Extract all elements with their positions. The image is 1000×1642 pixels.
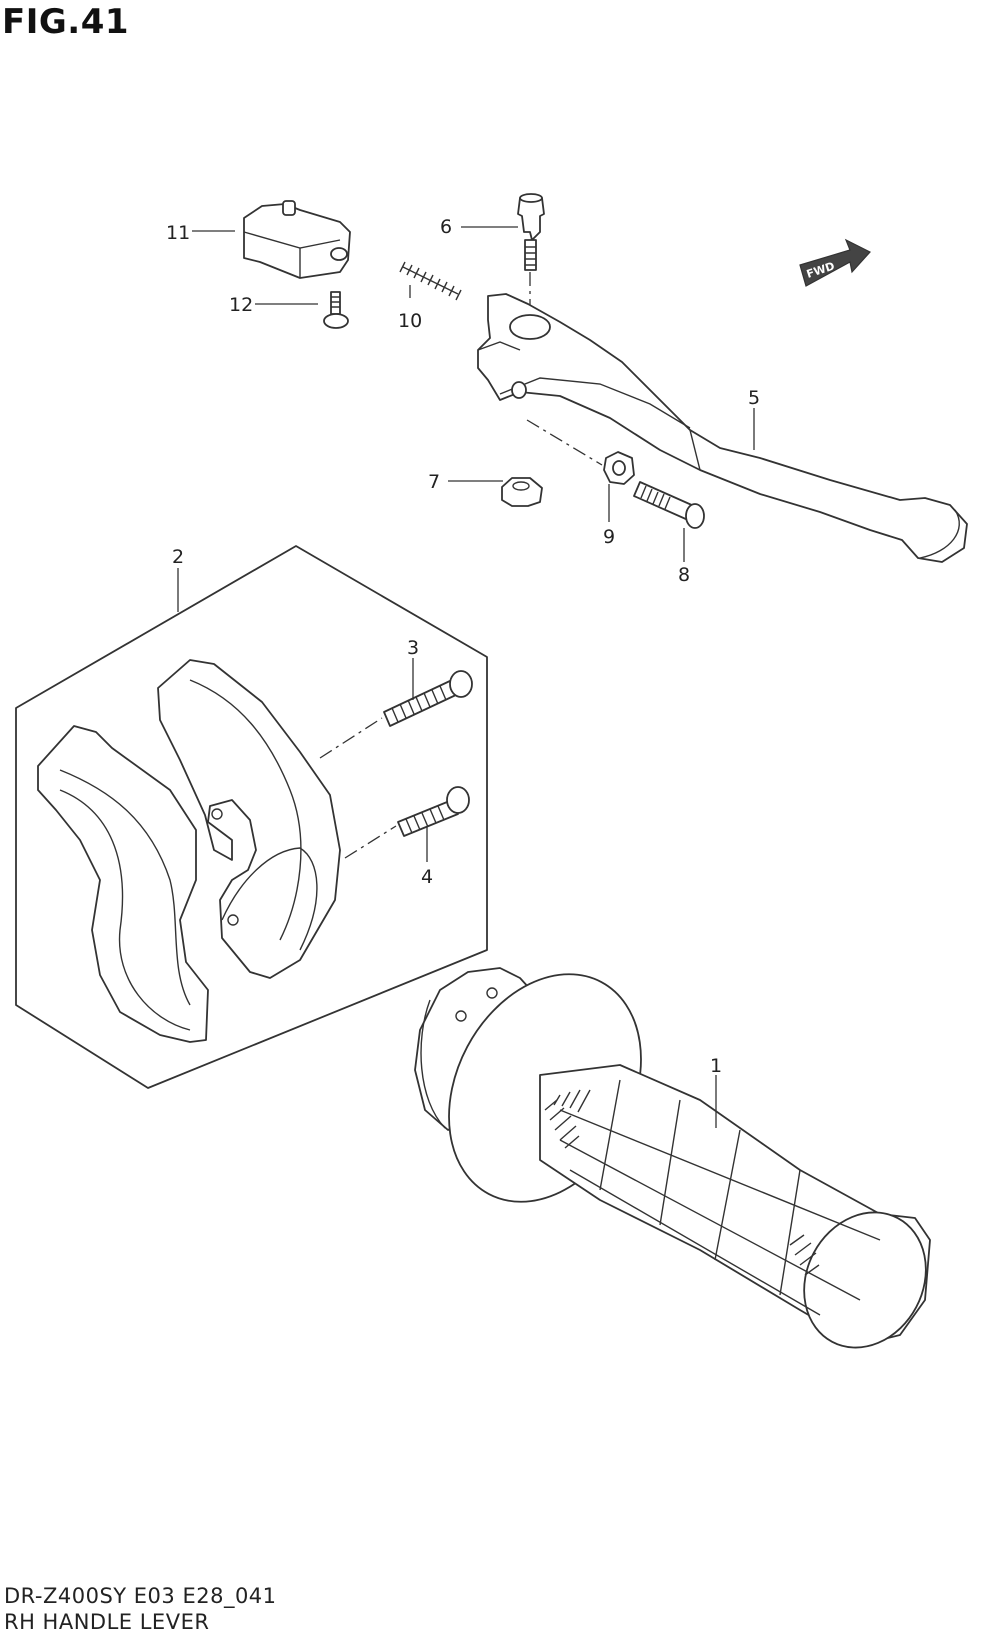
callout-6: 6: [440, 216, 452, 238]
callout-5: 5: [748, 387, 760, 409]
part-7-cap-nut: [501, 477, 543, 507]
callout-2: 2: [172, 546, 184, 568]
part-9-nut: [603, 451, 635, 485]
part-8-screw: [633, 481, 705, 529]
callout-10: 10: [398, 310, 422, 332]
part-3-bolt: [383, 670, 473, 727]
assembly-line-4: [344, 825, 397, 859]
figure-title: FIG.41: [2, 2, 130, 42]
section-title: RH HANDLE LEVER: [4, 1610, 210, 1634]
assembly-line-3: [319, 717, 383, 759]
part-12-screw: [323, 291, 349, 329]
part-4-bolt: [397, 786, 470, 837]
forward-arrow-icon: FWD: [799, 238, 871, 287]
callout-4: 4: [421, 866, 433, 888]
callout-12: 12: [229, 294, 253, 316]
part-11-switch: [243, 200, 351, 279]
part-2-clamp-set: [15, 545, 488, 1089]
part-1-grip: [414, 967, 931, 1349]
callout-7: 7: [428, 471, 440, 493]
callout-1: 1: [710, 1055, 722, 1077]
part-5-lever: [477, 293, 968, 563]
part-10-spring: [399, 261, 462, 301]
callout-8: 8: [678, 564, 690, 586]
model-code: DR-Z400SY E03 E28_041: [4, 1584, 277, 1608]
assembly-line-9: [526, 419, 603, 466]
callout-3: 3: [407, 637, 419, 659]
part-6-pivot-bolt: [517, 193, 545, 271]
callout-9: 9: [603, 526, 615, 548]
callout-11: 11: [166, 222, 190, 244]
